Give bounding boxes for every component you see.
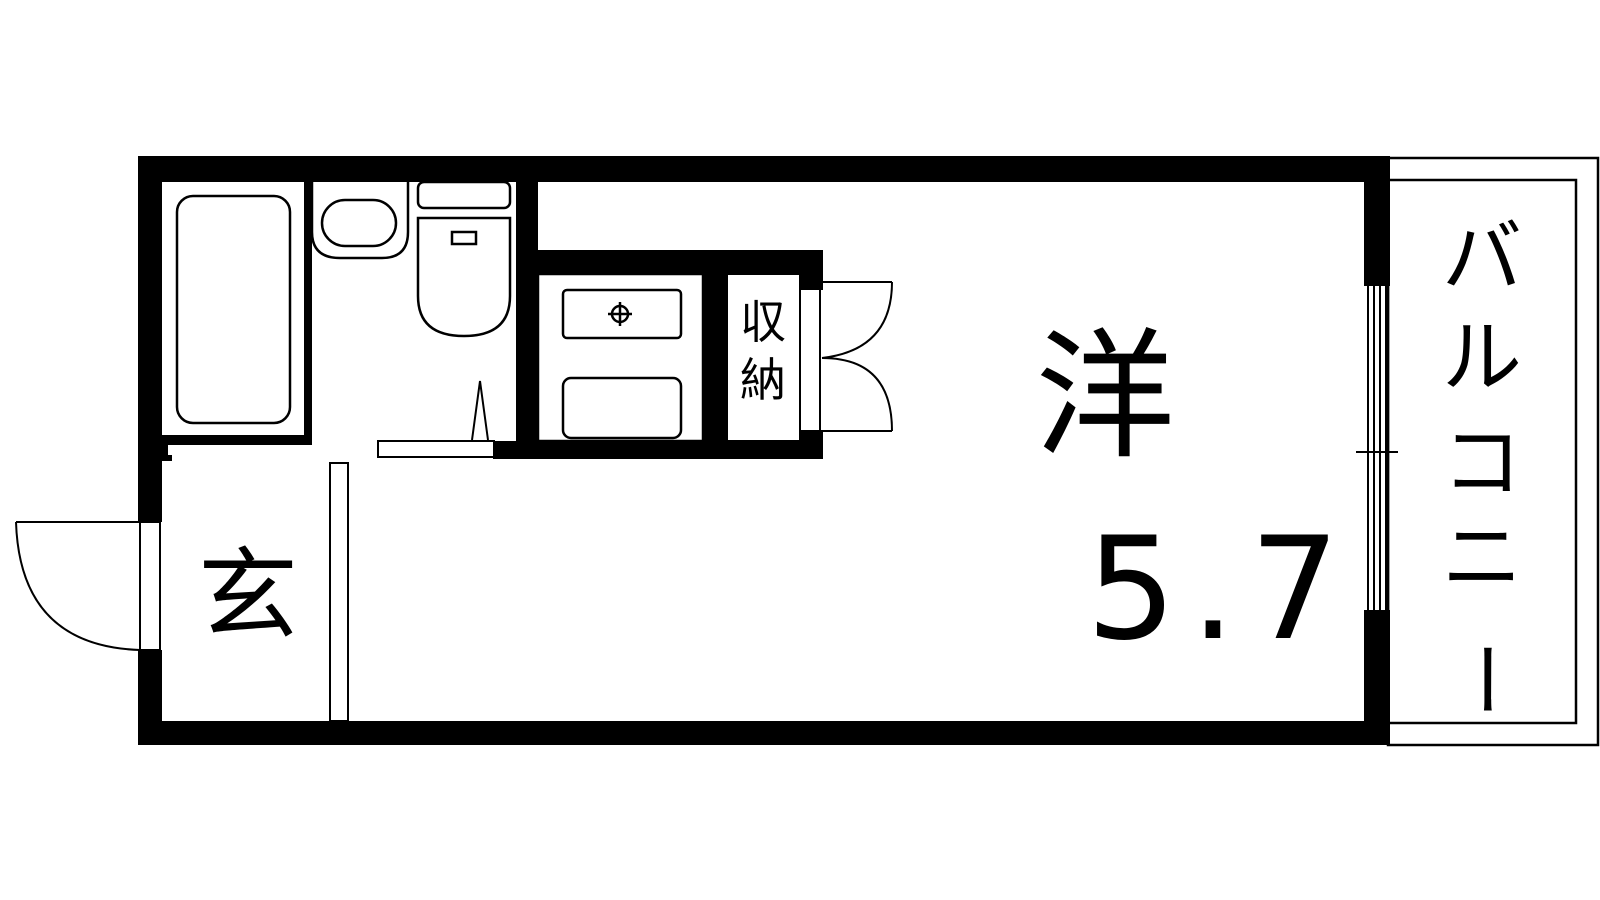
entrance-threshold (329, 462, 349, 722)
wall-kitchen-top (516, 250, 823, 274)
stove (561, 288, 683, 340)
washbasin (310, 182, 410, 260)
storage-doors (799, 281, 893, 432)
toilet-tank (416, 180, 512, 210)
wall-left-upper (138, 156, 162, 522)
western-room-size: 5.7 (1086, 507, 1354, 672)
balcony-label-char-5: ー (1436, 640, 1529, 720)
wall-kitchen-bottom (138, 445, 168, 461)
storage-label-bottom: 納 (740, 353, 786, 407)
storage-label-top: 収 (740, 295, 786, 349)
entrance-label: 玄 (198, 537, 298, 654)
wall-storage-right-low (800, 431, 823, 459)
balcony-label-char-1: バ (1442, 211, 1522, 304)
bathtub (175, 194, 292, 425)
wall-right-lower (1364, 610, 1390, 745)
wall-wc-right (516, 182, 538, 459)
western-room-label: 洋 (1035, 316, 1175, 479)
sink (561, 376, 683, 440)
balcony-label-char-4: ニ (1442, 511, 1522, 604)
balcony-label: バ ル コ ニ ー (1436, 211, 1529, 720)
wall-kitchen-base (493, 441, 823, 459)
wall-kitchen-storage-divider (703, 250, 727, 459)
balcony-window (1356, 286, 1398, 610)
wall-left-lower (138, 650, 162, 745)
kitchen-counter-outline (536, 272, 705, 443)
wc-door (377, 380, 495, 458)
wall-bath-partition (304, 182, 312, 445)
toilet (416, 180, 512, 338)
wall-top (138, 156, 1370, 182)
toilet-bowl (416, 216, 512, 338)
balcony-label-char-3: コ (1442, 416, 1522, 509)
wall-right-upper (1364, 156, 1390, 286)
wall-storage-right (800, 250, 823, 290)
wall-bath-bottom (162, 435, 312, 445)
bath-block-walls (138, 182, 823, 461)
kitchen (536, 272, 705, 443)
wall-entrance-step (162, 455, 172, 461)
entrance-door (15, 521, 161, 651)
wall-bottom-left (138, 721, 1298, 745)
balcony-label-char-2: ル (1442, 311, 1522, 404)
